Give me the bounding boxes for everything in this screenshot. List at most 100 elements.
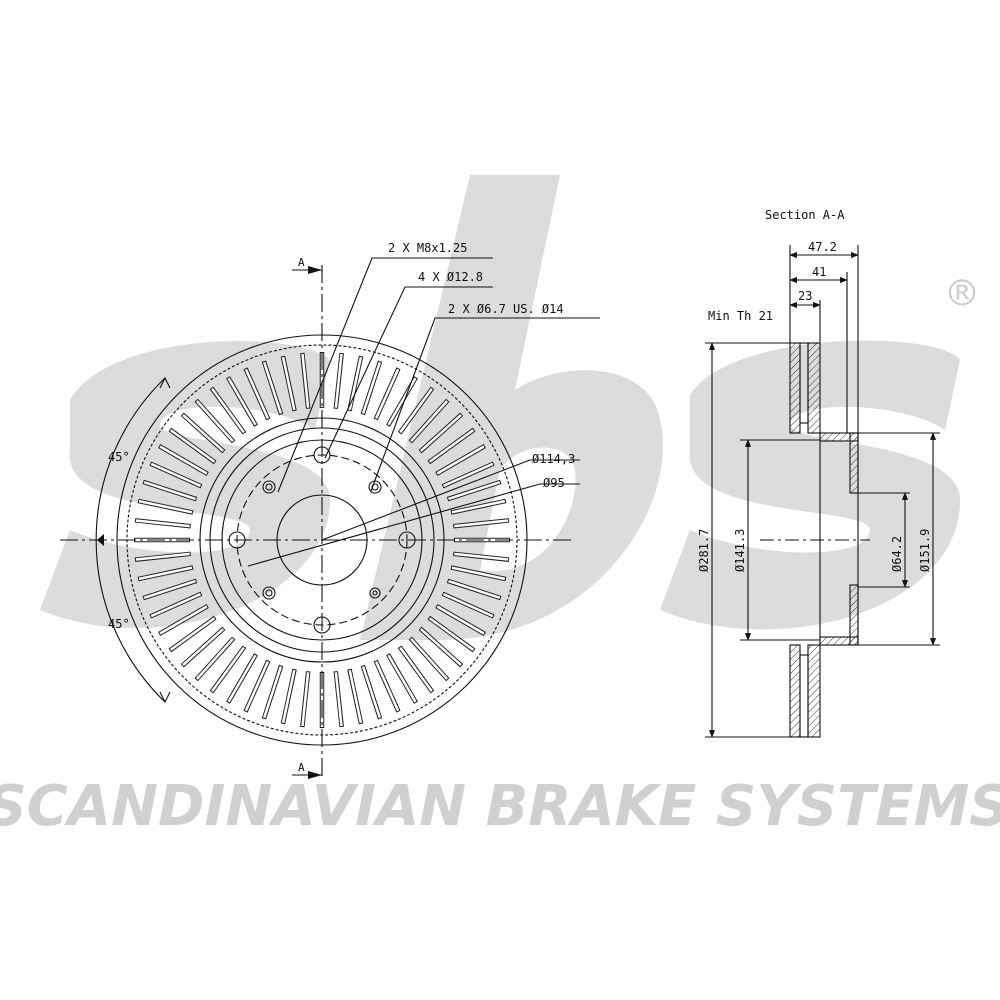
pin-hole	[369, 587, 381, 599]
plate-bottom-outer	[789, 644, 801, 738]
brand-footer-name: SCANDINAVIAN BRAKE SYSTEMS	[0, 774, 1000, 839]
pin-hole-inner	[372, 590, 378, 596]
vent-slot-gap	[169, 429, 216, 463]
vent-slot-gap	[387, 654, 417, 703]
sbs-watermark-logo	[40, 175, 960, 640]
section-arrow-top	[308, 266, 322, 274]
section-arrow-bottom	[308, 771, 322, 779]
angle-arrow-bottom	[159, 691, 171, 704]
pcd-outer-label: Ø114,3	[532, 452, 575, 466]
vent-slot-gap	[451, 499, 506, 514]
vent-slot-gap	[334, 672, 343, 727]
vent-slot-gap	[334, 353, 343, 408]
vent-slot-gap	[135, 519, 190, 528]
vane-top	[799, 342, 809, 424]
vent-slot-gap	[442, 462, 494, 488]
dia-hub-label: Ø141.3	[733, 529, 747, 572]
vent-slot-gap	[410, 400, 449, 443]
vent-slot-gap	[211, 646, 245, 693]
thread-hole	[262, 586, 276, 600]
vent-slot-gap	[227, 377, 257, 426]
callout-pins: 2 X Ø6.7 US. Ø14	[448, 302, 564, 316]
section-label-top: A	[298, 256, 305, 269]
section-title: Section A-A	[765, 208, 845, 222]
vent-slot-gap	[301, 672, 310, 727]
vent-slot-gap	[436, 605, 485, 635]
vent-slot-gap	[182, 413, 225, 452]
vent-slot-gap	[419, 413, 462, 452]
vent-slot-gap	[281, 669, 296, 724]
leader-pins	[370, 317, 600, 492]
vent-slot-gap	[410, 637, 449, 680]
vent-slot-gap	[135, 552, 190, 561]
vent-slot-gap	[387, 377, 417, 426]
hat-wall-top	[849, 432, 859, 494]
width-total-label: 47.2	[808, 240, 837, 254]
vent-slot-gap	[143, 579, 196, 599]
angle-label-upper: 45°	[108, 450, 130, 464]
angle-dimension-arc	[95, 377, 166, 703]
vent-slot-gap	[451, 566, 506, 581]
vent-slot-gap	[150, 592, 202, 618]
section-label-bottom: A	[298, 761, 305, 774]
angle-arrow-mid	[97, 534, 104, 546]
vent-slot-gap	[436, 445, 485, 475]
vent-slot-gap	[150, 462, 202, 488]
vent-slot-gap	[244, 368, 270, 420]
width-disc-label: 23	[798, 289, 812, 303]
leader-threads	[277, 257, 493, 493]
dia-outer-label: Ø281.7	[697, 529, 711, 572]
pin-hole	[262, 480, 276, 494]
angle-label-lower: 45°	[108, 617, 130, 631]
callout-holes: 4 X Ø12.8	[418, 270, 483, 284]
thread-hole	[368, 480, 382, 494]
plate-top-inner	[807, 342, 821, 434]
registered-mark: ®	[949, 268, 976, 319]
vent-slot-gap	[244, 660, 270, 712]
vent-slot-gap	[448, 481, 501, 501]
pin-hole-inner	[265, 483, 273, 491]
plate-bottom-inner	[807, 644, 821, 738]
vent-slot-gap	[143, 481, 196, 501]
callout-threads: 2 X M8x1.25	[388, 241, 467, 255]
vent-slot-gap	[182, 628, 225, 667]
vent-slot-gap	[399, 387, 433, 434]
vent-slot-gap	[169, 617, 216, 651]
vent-slot-gap	[442, 592, 494, 618]
vane-bottom	[799, 654, 809, 738]
vent-slot-gap	[159, 605, 208, 635]
vent-slot-gap	[227, 654, 257, 703]
front-view	[60, 257, 600, 780]
vent-slot-gap	[159, 445, 208, 475]
vent-slot-gap	[263, 666, 283, 719]
dia-center-label: Ø64.2	[890, 536, 904, 572]
vent-slot-gap	[428, 617, 475, 651]
vent-slot-gap	[195, 400, 234, 443]
vent-slot-gap	[138, 566, 193, 581]
leader-pcd-outer	[321, 459, 580, 541]
vent-slot-gap	[428, 429, 475, 463]
vent-slot-gap	[361, 361, 381, 414]
vent-slot-gap	[281, 356, 296, 411]
vent-slot-gap	[301, 353, 310, 408]
dia-hat-label: Ø151.9	[918, 529, 932, 572]
vent-slot-gap	[195, 637, 234, 680]
vent-slot-gap	[348, 669, 363, 724]
vent-slot-gap	[399, 646, 433, 693]
width-mid-label: 41	[812, 265, 826, 279]
thread-hole-inner	[265, 589, 273, 597]
vent-slot-gap	[454, 519, 509, 528]
vent-slot-gap	[361, 666, 381, 719]
vent-slot-gap	[448, 579, 501, 599]
vent-slot-gap	[374, 660, 400, 712]
hat-face-top	[819, 432, 859, 442]
plate-top-outer	[789, 342, 801, 434]
vent-slot-gap	[454, 552, 509, 561]
hat-face-bottom	[819, 636, 859, 646]
angle-arrow-top	[159, 376, 171, 389]
ventilation-slots	[134, 352, 510, 728]
vent-slot-gap	[211, 387, 245, 434]
leader-holes	[324, 286, 493, 459]
vent-slot-gap	[374, 368, 400, 420]
